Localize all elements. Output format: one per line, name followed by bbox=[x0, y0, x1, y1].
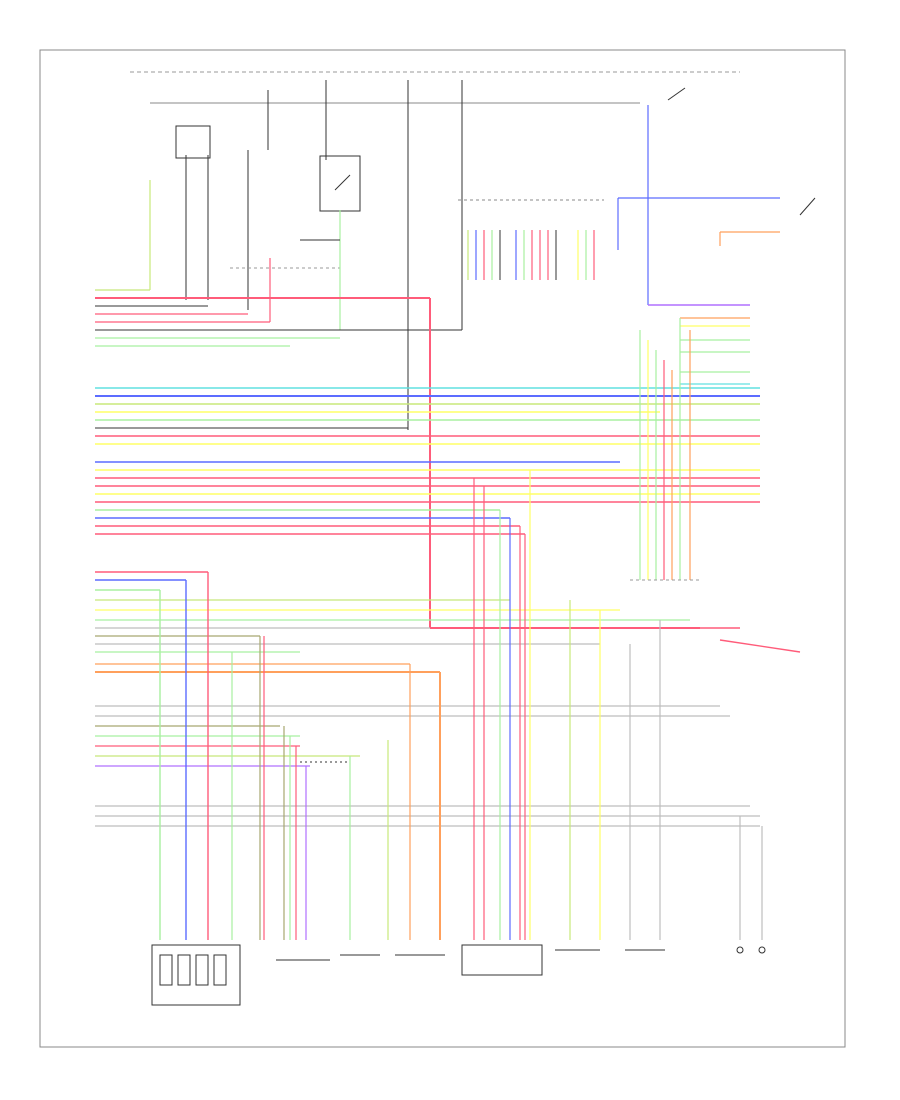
relay-contact bbox=[334, 174, 351, 191]
drop-wires bbox=[159, 470, 763, 940]
ecm-pins-group-6 bbox=[95, 805, 760, 827]
ecm-pins-group-4 bbox=[95, 571, 801, 673]
ecm-pins-group-1 bbox=[95, 258, 462, 628]
bottom-components bbox=[151, 944, 766, 1006]
relay-box-center bbox=[319, 155, 361, 212]
diagram-frame bbox=[39, 49, 846, 1048]
switch-right-upper bbox=[799, 197, 816, 216]
ecm-pins-group-2 bbox=[95, 387, 760, 445]
relay-box-left bbox=[175, 125, 211, 159]
ecm-pins-group-5 bbox=[95, 705, 730, 767]
junction-connector-top bbox=[458, 199, 604, 280]
right-connector-stack bbox=[630, 304, 750, 581]
ecm-pins-group-3 bbox=[95, 461, 760, 535]
switch-top-right bbox=[667, 87, 686, 101]
